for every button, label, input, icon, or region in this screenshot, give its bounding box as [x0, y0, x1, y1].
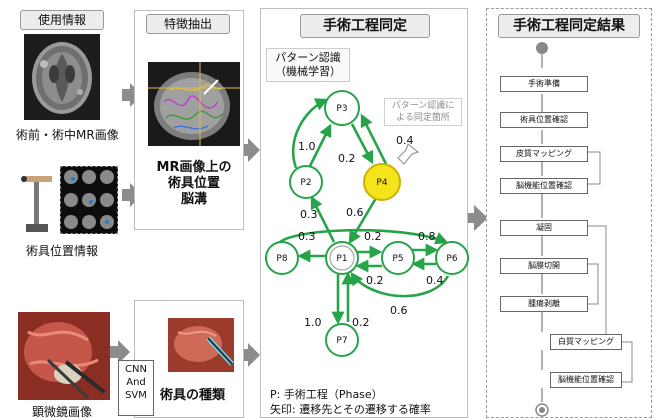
legend-arrow: 矢印: 遷移先とその遷移する確率	[270, 403, 431, 416]
arrow-col2-col3-top	[242, 138, 260, 162]
edge-label-p4p1: 0.6	[346, 206, 364, 219]
inner-step-1: 白質マッピング	[550, 334, 622, 350]
edge-p4-p3	[360, 113, 388, 165]
node-p5	[381, 241, 415, 275]
recognition-callout-text: パターン認識に よる同定箇所	[391, 101, 455, 123]
inner-step-2: 脳機能位置確認	[550, 372, 622, 388]
input-info-header: 使用情報	[20, 10, 104, 30]
step-1: 手術準備	[500, 76, 588, 92]
node-label-p8: P8	[276, 254, 287, 264]
step-2: 術具位置確認	[500, 112, 588, 128]
tool-tracker-image	[16, 168, 58, 238]
phase-identification-header: 手術工程同定	[300, 14, 430, 38]
arrow-mri	[122, 83, 142, 107]
edge-label-p6p1: 0.6	[390, 304, 408, 317]
edge-p2-p3-outer	[291, 98, 329, 169]
edge-label-p4p3: 0.4	[396, 134, 414, 147]
tool-type-image	[168, 318, 234, 372]
step-6: 脳膜切開	[500, 258, 588, 274]
tool-type-label: 術具の種類	[160, 388, 226, 403]
microscope-image	[18, 312, 110, 400]
arrow-col2-col3-bottom	[242, 343, 260, 367]
cnn-svm-text: CNN And SVM	[125, 364, 147, 401]
edge-p4-p1	[348, 197, 378, 245]
arrow-tool	[122, 183, 142, 207]
start-node	[536, 42, 548, 54]
legend-phase: P: 手術工程（Phase）	[270, 388, 383, 401]
node-p8	[265, 241, 299, 275]
pattern-recognition-text: パターン認識 （機械学習）	[275, 51, 341, 78]
edge-label-p1p5: 0.2	[364, 230, 382, 243]
node-label-p1: P1	[336, 254, 347, 264]
edge-label-p7p1: 0.2	[352, 316, 370, 329]
node-label-p7: P7	[336, 336, 347, 346]
edge-label-p3p4: 0.2	[338, 152, 356, 165]
mri-image	[24, 34, 100, 120]
node-p4	[363, 163, 401, 201]
edge-label-p5p6: 0.8	[418, 230, 436, 243]
edge-p6-p1-long	[350, 271, 450, 298]
node-label-p5: P5	[392, 254, 403, 264]
cnn-svm-box: CNN And SVM	[118, 360, 154, 416]
edge-label-p2p3: 1.0	[298, 140, 316, 153]
node-label-p3: P3	[336, 104, 347, 114]
pointer-icon	[397, 142, 420, 165]
feature-label-text: MR画像上の 術具位置 脳溝	[156, 160, 232, 207]
edge-p1-p2	[310, 195, 336, 243]
node-p3	[324, 90, 360, 126]
node-p6	[435, 241, 469, 275]
arrow-col3-col4	[466, 205, 488, 231]
step-5: 凝固	[500, 220, 588, 236]
pattern-recognition-label: パターン認識 （機械学習）	[266, 48, 350, 82]
feature-extraction-header: 特徴抽出	[146, 14, 230, 34]
microscope-caption: 顕微鏡画像	[32, 405, 93, 419]
arrow-micro	[110, 340, 130, 364]
edge-label-p5p1: 0.2	[366, 274, 384, 287]
node-p1-inner	[329, 245, 355, 271]
edge-label-p1p7: 1.0	[304, 316, 322, 329]
mri-caption: 術前・術中MR画像	[16, 128, 119, 142]
edge-label-p1p2: 0.3	[300, 208, 318, 221]
node-label-p4: P4	[376, 178, 387, 188]
step-3: 皮質マッピング	[500, 146, 588, 162]
tool-position-thumbnails	[60, 166, 118, 234]
node-label-p6: P6	[446, 254, 457, 264]
feature-label: MR画像上の 術具位置 脳溝	[146, 160, 242, 208]
step-7: 腫瘍剥離	[500, 296, 588, 312]
edge-p3-p4	[350, 123, 374, 165]
edge-p2-p3	[306, 123, 332, 171]
recognition-callout: パターン認識に よる同定箇所	[384, 98, 462, 126]
tool-position-caption: 術具位置情報	[26, 244, 99, 258]
edge-p8-p1-outer	[276, 228, 449, 245]
node-p2	[289, 165, 323, 199]
step-4: 脳機能位置確認	[500, 178, 588, 194]
edge-label-p1p8: 0.3	[298, 230, 316, 243]
edge-label-p6p5: 0.4	[426, 274, 444, 287]
result-header: 手術工程同定結果	[498, 14, 640, 38]
node-p1	[325, 241, 359, 275]
node-p7	[325, 323, 359, 357]
node-label-p2: P2	[300, 178, 311, 188]
mr-overlay-image	[148, 62, 240, 146]
